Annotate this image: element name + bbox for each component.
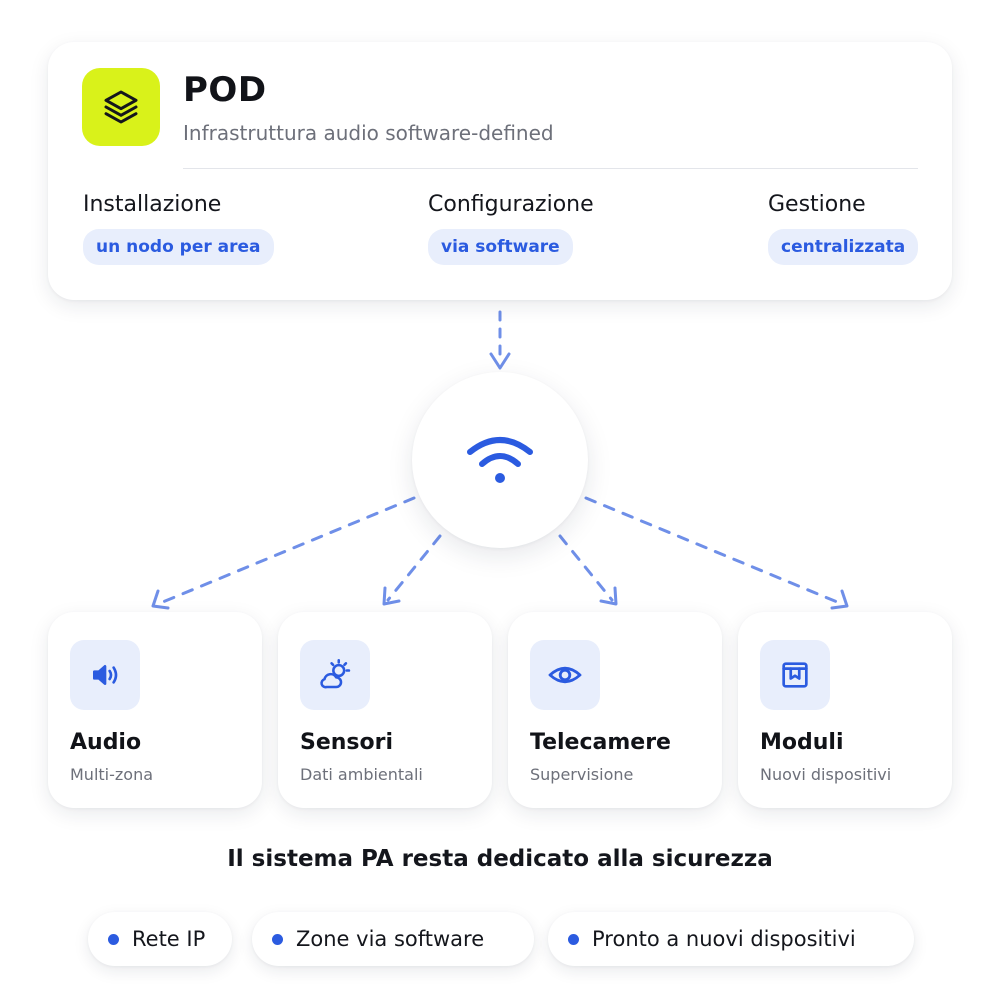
chip-label: Pronto a nuovi dispositivi (592, 927, 856, 951)
wifi-icon (467, 437, 533, 483)
device-subtitle: Dati ambientali (300, 765, 423, 784)
speaker-icon (70, 640, 140, 710)
feature-tag: centralizzata (768, 229, 919, 265)
feature-tag: un nodo per area (83, 229, 274, 265)
connector-hub-to-telecamere (558, 534, 614, 602)
device-subtitle: Multi-zona (70, 765, 154, 784)
module-box-icon (760, 640, 830, 710)
weather-sensor-icon (300, 640, 370, 710)
feature-chip-zone: Zone via software (252, 912, 534, 966)
eye-icon (530, 640, 600, 710)
device-subtitle: Supervisione (530, 765, 634, 784)
arrowhead-hub-to-moduli (830, 589, 849, 610)
feature-chip-rete-ip: Rete IP (88, 912, 232, 966)
bullet-dot-icon (108, 933, 119, 945)
feature-chip-pronto: Pronto a nuovi dispositivi (548, 912, 914, 966)
divider (183, 168, 918, 169)
feature-name: Gestione (768, 192, 866, 217)
arrowhead-hub-to-telecamere (599, 586, 618, 606)
chip-label: Zone via software (296, 927, 485, 951)
pod-subtitle: Infrastruttura audio software-defined (183, 121, 554, 145)
feature-gestione: Gestione centralizzata (768, 192, 919, 265)
device-card-telecamere: Telecamere Supervisione (508, 612, 722, 808)
connector-hub-to-audio (156, 496, 416, 606)
feature-configurazione: Configurazione via software (428, 192, 594, 265)
pod-card: POD Infrastruttura audio software-define… (48, 42, 952, 300)
device-name: Telecamere (530, 730, 671, 755)
device-card-audio: Audio Multi-zona (48, 612, 262, 808)
feature-name: Installazione (83, 192, 222, 217)
chip-label: Rete IP (132, 927, 206, 951)
footnote: Il sistema PA resta dedicato alla sicure… (227, 846, 773, 872)
bullet-dot-icon (272, 933, 283, 945)
device-name: Sensori (300, 730, 394, 755)
arrowhead-pod-to-hub (489, 352, 511, 370)
device-name: Audio (70, 730, 142, 755)
layers-icon (82, 68, 160, 146)
pod-title: POD (183, 70, 267, 110)
device-name: Moduli (760, 730, 844, 755)
arrowhead-hub-to-sensori (382, 586, 401, 606)
feature-tag: via software (428, 229, 573, 265)
bullet-dot-icon (568, 933, 579, 945)
feature-name: Configurazione (428, 192, 594, 217)
connector-hub-to-sensori (386, 534, 442, 602)
device-subtitle: Nuovi dispositivi (760, 765, 892, 784)
feature-installazione: Installazione un nodo per area (83, 192, 274, 265)
device-card-moduli: Moduli Nuovi dispositivi (738, 612, 952, 808)
connector-hub-to-moduli (584, 496, 844, 606)
wifi-hub (412, 372, 588, 548)
arrowhead-hub-to-audio (151, 589, 170, 610)
device-card-sensori: Sensori Dati ambientali (278, 612, 492, 808)
